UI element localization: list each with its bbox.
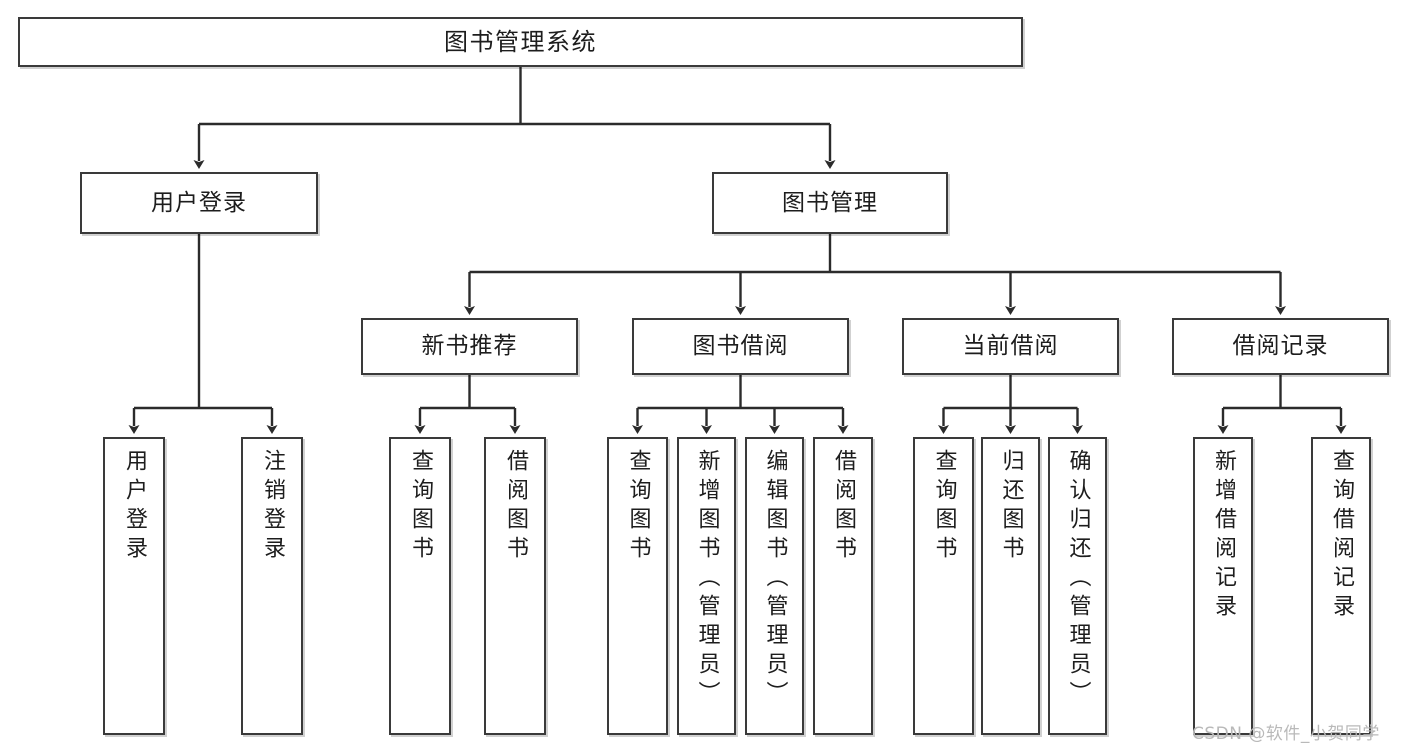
node-label: 归还图书	[998, 449, 1024, 565]
node-root[interactable]: 图书管理系统	[18, 17, 1023, 67]
node-leaf-logout[interactable]: 注销登录	[241, 437, 303, 735]
node-label: 查询图书	[408, 449, 433, 565]
node-book-manage[interactable]: 图书管理	[712, 172, 948, 234]
node-current-borrow[interactable]: 当前借阅	[902, 318, 1119, 375]
node-leaf-query-book-3[interactable]: 查询图书	[913, 437, 974, 735]
node-leaf-user-login[interactable]: 用户登录	[103, 437, 165, 735]
node-label: 确认归还（管理员）	[1065, 449, 1091, 710]
node-label: 新书推荐	[421, 333, 518, 359]
node-label: 图书借阅	[692, 333, 789, 359]
node-leaf-query-book-1[interactable]: 查询图书	[389, 437, 451, 735]
node-label: 用户登录	[122, 449, 147, 565]
node-label: 查询借阅记录	[1329, 449, 1354, 623]
node-leaf-add-book[interactable]: 新增图书（管理员）	[677, 437, 736, 735]
csdn-watermark: CSDN @软件_小贺同学	[1192, 724, 1380, 744]
node-label: 注销登录	[260, 449, 285, 565]
node-label: 借阅图书	[831, 449, 856, 565]
node-label: 新增借阅记录	[1211, 449, 1236, 623]
node-label: 借阅图书	[503, 449, 528, 565]
node-leaf-borrow-book-2[interactable]: 借阅图书	[813, 437, 873, 735]
node-leaf-query-borrow-record[interactable]: 查询借阅记录	[1311, 437, 1371, 735]
node-leaf-edit-book[interactable]: 编辑图书（管理员）	[745, 437, 804, 735]
node-label: 编辑图书（管理员）	[762, 449, 788, 710]
node-leaf-add-borrow-record[interactable]: 新增借阅记录	[1193, 437, 1253, 735]
node-label: 借阅记录	[1232, 333, 1329, 359]
node-label: 查询图书	[931, 449, 957, 565]
node-label: 图书管理系统	[444, 28, 597, 56]
node-borrow-record[interactable]: 借阅记录	[1172, 318, 1389, 375]
node-label: 新增图书（管理员）	[694, 449, 720, 710]
node-leaf-return-book[interactable]: 归还图书	[981, 437, 1040, 735]
node-leaf-confirm-return[interactable]: 确认归还（管理员）	[1048, 437, 1107, 735]
node-book-borrow[interactable]: 图书借阅	[632, 318, 849, 375]
node-label: 图书管理	[782, 189, 878, 216]
node-leaf-query-book-2[interactable]: 查询图书	[607, 437, 668, 735]
node-label: 查询图书	[625, 449, 651, 565]
node-label: 当前借阅	[962, 333, 1059, 359]
node-label: 用户登录	[151, 189, 247, 216]
node-user-login[interactable]: 用户登录	[80, 172, 318, 234]
node-new-book-recommend[interactable]: 新书推荐	[361, 318, 578, 375]
node-leaf-borrow-book-1[interactable]: 借阅图书	[484, 437, 546, 735]
